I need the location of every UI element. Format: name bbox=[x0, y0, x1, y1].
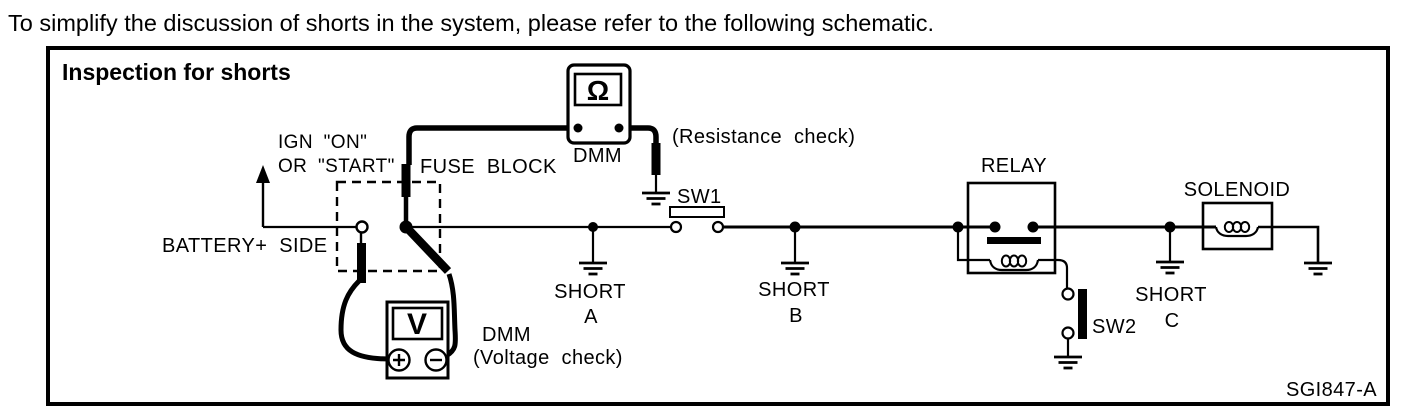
figure-border bbox=[46, 46, 1390, 406]
relay-coil-feed bbox=[956, 227, 990, 262]
voltage-check-note: (Voltage check) bbox=[473, 347, 623, 369]
sw1-body bbox=[669, 206, 725, 218]
ohm-probe-wire-right bbox=[619, 125, 659, 144]
coil-icon bbox=[1223, 221, 1251, 233]
sw2-contact-top bbox=[1061, 287, 1075, 301]
volt-lead-left bbox=[338, 279, 391, 362]
short-c-word: SHORT bbox=[1135, 284, 1207, 306]
short-a-letter: A bbox=[584, 306, 598, 328]
solenoid-body bbox=[1201, 201, 1274, 251]
ground-icon bbox=[579, 261, 607, 276]
ground-icon bbox=[1156, 260, 1184, 275]
short-a: SHORT A bbox=[554, 222, 626, 328]
relay-label: RELAY bbox=[981, 155, 1047, 177]
short-b-word: SHORT bbox=[758, 279, 830, 301]
battery-side-label: BATTERY+ SIDE bbox=[162, 235, 328, 257]
solenoid-label: SOLENOID bbox=[1184, 179, 1291, 201]
sw2 bbox=[1054, 287, 1087, 370]
sw2-body bbox=[1078, 289, 1087, 339]
volt-lead-right bbox=[444, 273, 458, 359]
ground-icon bbox=[1304, 261, 1332, 276]
relay bbox=[952, 181, 1069, 289]
fuse-block-label: FUSE BLOCK bbox=[420, 156, 557, 178]
ign-label-line2: OR "START" bbox=[278, 156, 395, 177]
dmm-voltage-label: DMM bbox=[482, 324, 531, 346]
ohm-symbol: Ω bbox=[587, 75, 609, 106]
ohm-probe-wire-left bbox=[406, 125, 578, 165]
figure-ref-code: SGI847-A bbox=[1286, 379, 1377, 401]
dmm-voltage: V DMM (Voltage check) bbox=[338, 227, 623, 380]
short-c-letter: C bbox=[1165, 310, 1180, 332]
fuse-terminal-open bbox=[355, 220, 369, 234]
relay-contact bbox=[1027, 221, 1039, 233]
test-probe-icon bbox=[405, 227, 452, 274]
coil-dip-wire bbox=[1214, 226, 1260, 238]
relay-contact bbox=[989, 221, 1001, 233]
wire-solenoid-to-ground bbox=[1258, 225, 1320, 263]
dmm-terminal bbox=[614, 123, 624, 133]
ign-label-line1: IGN "ON" bbox=[278, 132, 367, 153]
sw1-contact-right bbox=[711, 220, 725, 234]
sw1-label: SW1 bbox=[677, 186, 722, 208]
resistance-check-note: (Resistance check) bbox=[672, 126, 855, 148]
coil-dip-wire bbox=[988, 259, 1040, 272]
relay-body bbox=[966, 181, 1057, 275]
dmm-resistance: Ω DMM (Resistance check) bbox=[401, 63, 855, 221]
sw1 bbox=[669, 206, 725, 234]
dmm-terminal bbox=[573, 123, 583, 133]
relay-armature-bar bbox=[987, 237, 1041, 244]
sw2-contact-bottom bbox=[1061, 326, 1075, 340]
relay-coil-out bbox=[1038, 258, 1069, 289]
ignition-arrow bbox=[256, 165, 270, 227]
test-probe-icon bbox=[651, 143, 661, 175]
coil-icon bbox=[1000, 254, 1028, 268]
solenoid bbox=[1201, 201, 1332, 276]
short-b-letter: B bbox=[789, 305, 803, 327]
arrow-up-icon bbox=[256, 165, 270, 183]
sw1-contact-left bbox=[669, 220, 683, 234]
dmm-resistance-display bbox=[573, 72, 623, 107]
main-wire bbox=[263, 225, 1320, 263]
fuse-block-dashed-box bbox=[335, 180, 442, 273]
volt-symbol: V bbox=[407, 308, 427, 341]
figure-title: Inspection for shorts bbox=[62, 59, 291, 85]
dmm-resistance-label: DMM bbox=[573, 145, 622, 167]
dmm-voltage-display bbox=[391, 306, 444, 341]
short-b: SHORT B bbox=[758, 221, 830, 327]
ground-icon bbox=[642, 191, 670, 206]
test-probe-icon bbox=[401, 164, 411, 197]
sw2-label: SW2 bbox=[1092, 316, 1137, 338]
short-a-word: SHORT bbox=[554, 281, 626, 303]
plus-icon bbox=[393, 354, 405, 366]
test-probe-icon bbox=[357, 243, 366, 283]
intro-text: To simplify the discussion of shorts in … bbox=[8, 10, 934, 36]
ground-icon bbox=[781, 261, 809, 276]
short-c: SHORT C bbox=[1135, 221, 1207, 332]
ground-icon bbox=[1054, 355, 1082, 370]
